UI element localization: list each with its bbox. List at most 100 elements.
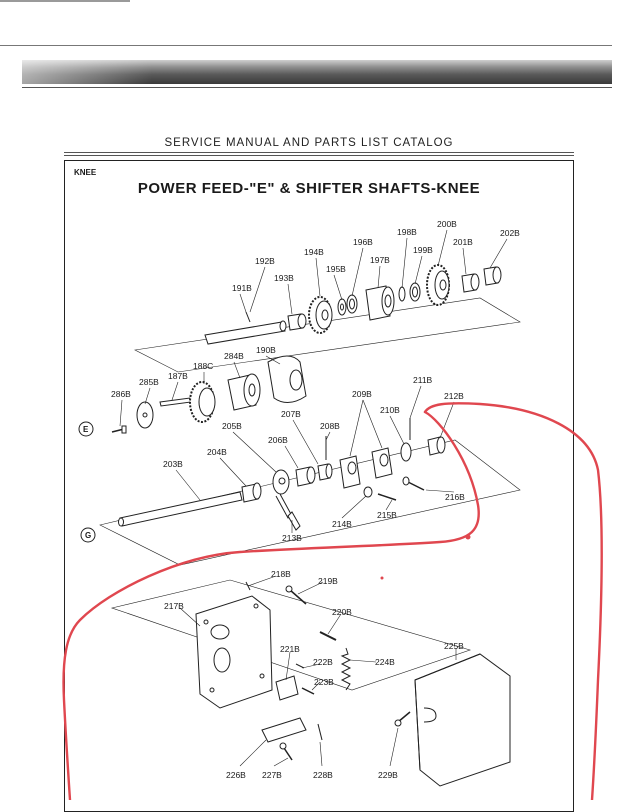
callout-216b: 216B bbox=[445, 492, 465, 502]
callout-223b: 223B bbox=[314, 677, 334, 687]
lower-shaft-guide bbox=[99, 439, 521, 566]
handle-213b bbox=[287, 511, 301, 531]
collar-210b bbox=[400, 442, 412, 462]
callout-206b: 206B bbox=[268, 435, 288, 445]
header-rule-2 bbox=[64, 155, 574, 156]
callout-226b: 226B bbox=[226, 770, 246, 780]
block-221b bbox=[275, 675, 299, 701]
callout-194b: 194B bbox=[304, 247, 324, 257]
callout-197b: 197B bbox=[370, 255, 390, 265]
washer-198b bbox=[398, 286, 406, 302]
callout-198b: 198B bbox=[397, 227, 417, 237]
screw-227b bbox=[279, 742, 293, 761]
bushing-202b bbox=[483, 266, 502, 286]
leader-lines bbox=[119, 229, 508, 767]
gear-188c bbox=[189, 381, 216, 423]
cover-225b bbox=[414, 653, 511, 787]
callout-221b: 221B bbox=[280, 644, 300, 654]
upper-shaft-guide bbox=[134, 297, 521, 373]
callout-286b: 286B bbox=[111, 389, 131, 399]
clutch-197b bbox=[365, 285, 395, 321]
pin-222b bbox=[295, 663, 305, 669]
callout-217b: 217B bbox=[164, 601, 184, 611]
ring-199b bbox=[409, 282, 421, 302]
pin-228b bbox=[317, 723, 323, 741]
slide-226b bbox=[261, 717, 307, 743]
shaft-203b bbox=[118, 491, 243, 527]
callout-228b: 228B bbox=[313, 770, 333, 780]
collar-206b bbox=[295, 466, 316, 487]
callout-196b: 196B bbox=[353, 237, 373, 247]
plate-title: POWER FEED-"E" & SHIFTER SHAFTS-KNEE bbox=[137, 180, 481, 197]
washer-195b bbox=[337, 298, 347, 316]
callout-219b: 219B bbox=[318, 576, 338, 586]
red-annotation-stroke bbox=[423, 402, 603, 800]
ring-196b bbox=[346, 294, 358, 314]
bracket-guide bbox=[110, 579, 471, 691]
marker-e: E bbox=[83, 425, 89, 434]
callout-215b: 215B bbox=[377, 510, 397, 520]
callout-195b: 195B bbox=[326, 264, 346, 274]
running-header: SERVICE MANUAL AND PARTS LIST CATALOG bbox=[164, 137, 454, 149]
callout-284b: 284B bbox=[224, 351, 244, 361]
callout-193b: 193B bbox=[274, 273, 294, 283]
bracket-209b-left bbox=[339, 455, 361, 489]
shifter-205b bbox=[272, 469, 293, 519]
callout-227b: 227B bbox=[262, 770, 282, 780]
bracket-217b bbox=[195, 595, 273, 709]
callout-190b: 190B bbox=[256, 345, 276, 355]
gear-194b bbox=[308, 296, 333, 334]
callout-191b: 191B bbox=[232, 283, 252, 293]
collar-212b bbox=[427, 436, 446, 456]
callout-225b: 225B bbox=[444, 641, 464, 651]
sleeve-193b bbox=[287, 313, 307, 331]
callout-187b: 187B bbox=[168, 371, 188, 381]
callout-203b: 203B bbox=[163, 459, 183, 469]
callout-214b: 214B bbox=[332, 519, 352, 529]
callout-212b: 212B bbox=[444, 391, 464, 401]
cam-190b bbox=[267, 355, 307, 403]
red-annotation-loop bbox=[62, 410, 480, 800]
page-top-rule bbox=[0, 45, 612, 46]
pin-220b bbox=[319, 631, 337, 641]
red-annotation-dot-2 bbox=[380, 576, 384, 580]
callout-202b: 202B bbox=[500, 228, 520, 238]
callout-207b: 207B bbox=[281, 409, 301, 419]
callout-205b: 205B bbox=[222, 421, 242, 431]
washer-214b bbox=[363, 486, 373, 498]
key-187b bbox=[159, 397, 192, 407]
collar-204b bbox=[241, 482, 262, 503]
callout-199b: 199B bbox=[413, 245, 433, 255]
red-annotation-dot-1 bbox=[465, 534, 471, 540]
callout-210b: 210B bbox=[380, 405, 400, 415]
header-rule-1 bbox=[64, 152, 574, 153]
bolt-216b bbox=[402, 476, 425, 491]
marker-g-circle bbox=[80, 527, 96, 543]
bracket-209b-right bbox=[371, 447, 393, 479]
callout-224b: 224B bbox=[375, 657, 395, 667]
clutch-284b bbox=[227, 373, 261, 411]
callout-222b: 222B bbox=[313, 657, 333, 667]
screw-223b bbox=[301, 687, 315, 695]
section-label: KNEE bbox=[74, 168, 97, 177]
callout-213b: 213B bbox=[282, 533, 302, 543]
callout-220b: 220B bbox=[332, 607, 352, 617]
callout-201b: 201B bbox=[453, 237, 473, 247]
callout-218b: 218B bbox=[271, 569, 291, 579]
callout-211b: 211B bbox=[413, 375, 433, 385]
callout-204b: 204B bbox=[207, 447, 227, 457]
scan-edge-mark bbox=[0, 0, 130, 2]
callout-208b: 208B bbox=[320, 421, 340, 431]
callout-188c: 188C bbox=[193, 361, 213, 371]
callout-285b: 285B bbox=[139, 377, 159, 387]
band-underline bbox=[22, 87, 612, 88]
upper-shaft-part-191b bbox=[204, 320, 287, 345]
marker-g: G bbox=[85, 531, 91, 540]
sleeve-201b bbox=[461, 273, 480, 293]
callout-209b: 209B bbox=[352, 389, 372, 399]
screw-229b bbox=[394, 711, 411, 727]
plate-285b bbox=[136, 401, 154, 429]
spring-224b bbox=[340, 647, 352, 691]
pin-192b bbox=[245, 311, 251, 323]
